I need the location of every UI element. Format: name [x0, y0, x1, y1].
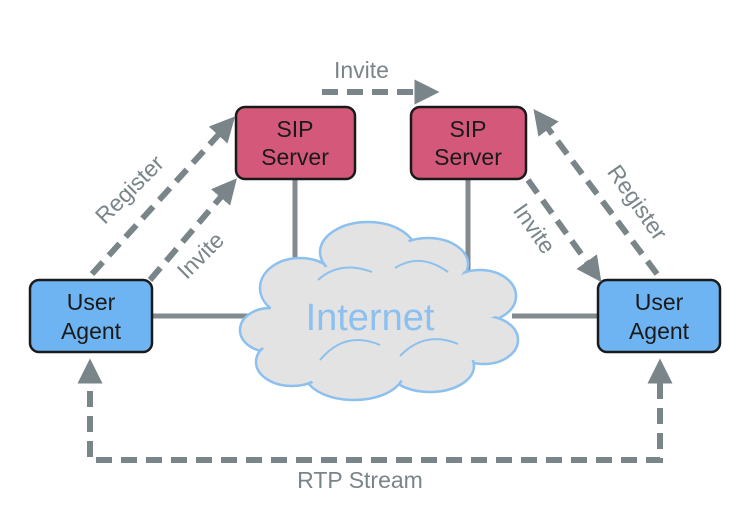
- arrow-register-left: [89, 116, 236, 277]
- cloud-icon: [238, 220, 520, 402]
- user-agent-left-box: [28, 278, 154, 354]
- user-agent-right: User Agent: [596, 278, 722, 354]
- user-agent-left-line1: User: [67, 289, 116, 315]
- user-agent-left-line2: Agent: [61, 318, 122, 344]
- sip-server-right-line1: SIP: [449, 116, 486, 142]
- sip-server-left-line2: Server: [261, 144, 329, 170]
- arrow-invite-right: [525, 178, 602, 283]
- signal-arrows: [77, 79, 673, 463]
- user-agent-right-box: [596, 278, 722, 354]
- internet-label: Internet: [306, 297, 435, 339]
- label-register-right: Register: [602, 160, 673, 245]
- user-agent-left: User Agent: [28, 278, 154, 354]
- label-rtp-stream: RTP Stream: [297, 467, 423, 493]
- sip-server-left: SIP Server: [234, 105, 357, 181]
- sip-server-right-box: [409, 105, 528, 181]
- arrow-rtp-stream: [77, 358, 673, 463]
- label-invite-top: Invite: [334, 57, 389, 83]
- label-register-left: Register: [90, 150, 169, 229]
- sip-server-right-line2: Server: [434, 144, 502, 170]
- user-agent-right-line2: Agent: [629, 318, 690, 344]
- sip-server-left-line1: SIP: [276, 116, 313, 142]
- user-agent-right-line1: User: [635, 289, 684, 315]
- arrow-register-right: [533, 108, 660, 276]
- arrow-invite-left: [147, 178, 237, 282]
- label-invite-left: Invite: [172, 227, 229, 284]
- label-invite-right: Invite: [508, 198, 561, 258]
- sip-server-left-box: [234, 105, 357, 181]
- sip-server-right: SIP Server: [409, 105, 528, 181]
